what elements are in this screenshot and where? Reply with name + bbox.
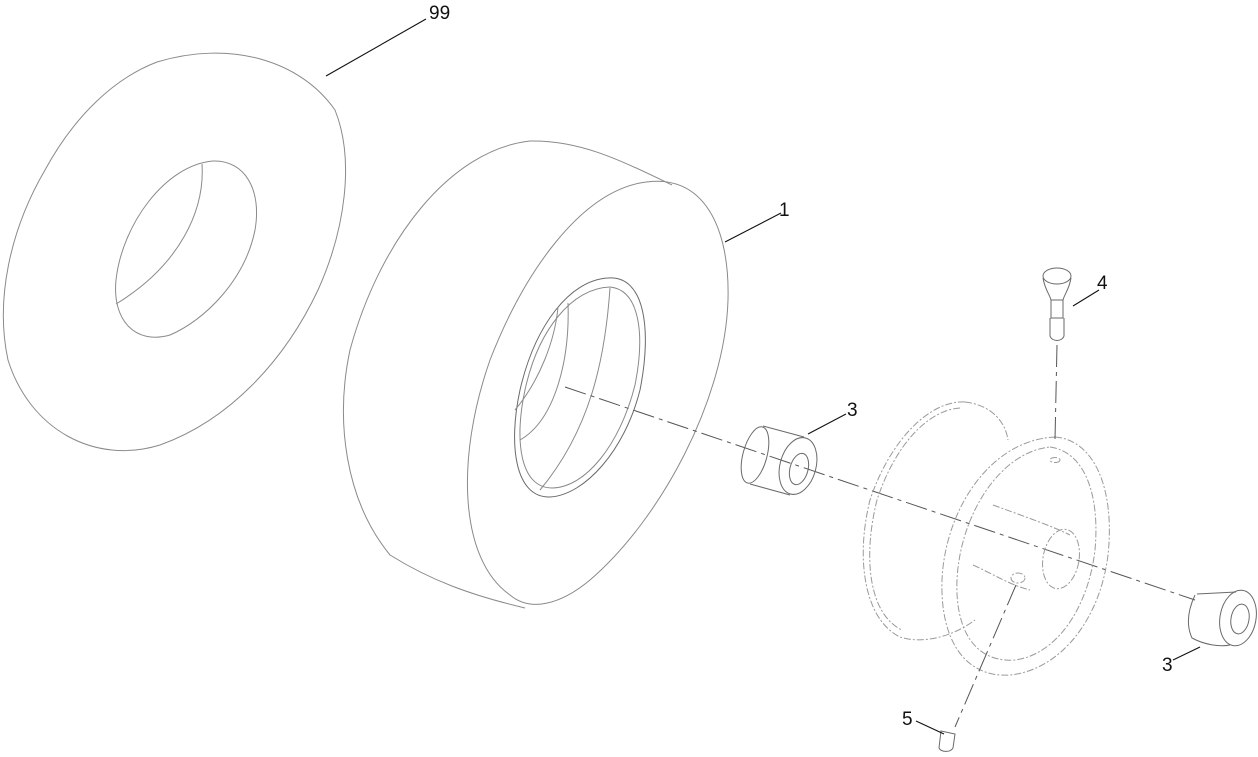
bearing-3-front: [740, 425, 818, 496]
leader-5: [915, 720, 945, 735]
callout-3-front: 3: [847, 400, 858, 421]
valve-stem-4: [1042, 267, 1072, 441]
callout-3-rear: 3: [1162, 655, 1173, 676]
callout-4: 4: [1097, 273, 1108, 294]
grease-fitting-5: [938, 584, 1017, 752]
callout-1: 1: [779, 200, 790, 221]
leader-3-rear: [1172, 646, 1201, 661]
axle-centerline: [564, 386, 1196, 601]
callout-5: 5: [902, 709, 913, 730]
bearing-3-rear: [1187, 589, 1257, 647]
leader-4: [1072, 289, 1100, 307]
callout-99: 99: [429, 3, 451, 24]
leader-3-front: [807, 413, 847, 435]
wheel-rim: [862, 401, 1110, 676]
tire-99: [2, 52, 347, 452]
leader-99: [325, 18, 427, 77]
leader-1: [724, 212, 782, 243]
leader-lines: [325, 18, 1201, 735]
tire-1: [343, 140, 729, 609]
